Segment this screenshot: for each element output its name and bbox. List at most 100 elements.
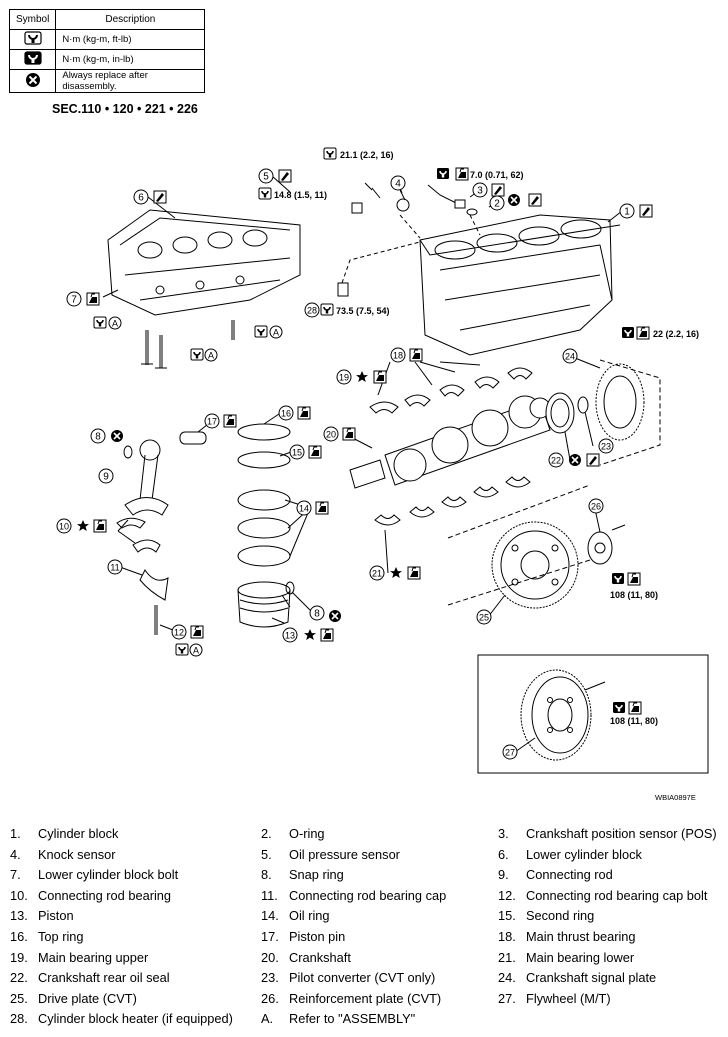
part-name: Connecting rod bearing cap bolt <box>526 887 708 903</box>
part-number: 21. <box>498 949 516 965</box>
part-name: Lower cylinder block <box>526 846 642 862</box>
part-number: 12. <box>498 887 516 903</box>
torque-label: 73.5 (7.5, 54) <box>336 306 390 316</box>
part-number: 18. <box>498 929 516 944</box>
part-number: 26. <box>261 990 279 1006</box>
callout-17: 17 <box>207 417 217 427</box>
part-number: 16. <box>10 929 28 944</box>
connecting-rod-assembly <box>116 439 169 635</box>
callout-9: 9 <box>103 472 109 483</box>
callout-7: 7 <box>71 295 77 306</box>
part-name: Reinforcement plate (CVT) <box>289 990 442 1006</box>
assembly-ref-a: A <box>208 351 214 361</box>
part-number: 14. <box>261 908 279 924</box>
part-name: Connecting rod <box>526 867 613 883</box>
part-name: Main bearing upper <box>38 949 149 965</box>
part-name: Knock sensor <box>38 846 116 862</box>
part-number: 2. <box>261 826 272 841</box>
legend-text: N·m (kg-m, ft-lb) <box>55 29 206 50</box>
main-bearings <box>369 367 533 526</box>
part-name: Second ring <box>526 908 595 924</box>
torque-label: 21.1 (2.2, 16) <box>340 150 394 160</box>
callout-24: 24 <box>565 352 575 362</box>
callout-19: 19 <box>339 373 349 383</box>
part-number: 8. <box>261 867 272 883</box>
part-name: Snap ring <box>289 867 344 883</box>
part-name: Crankshaft signal plate <box>526 970 657 986</box>
callout-8: 8 <box>314 609 320 620</box>
legend-header-row: Symbol Description <box>8 9 206 30</box>
part-name: Main bearing lower <box>526 949 635 965</box>
callout-18: 18 <box>393 351 403 361</box>
callout-16: 16 <box>281 409 291 419</box>
part-name: Piston <box>38 908 74 924</box>
section-reference: SEC.110 • 120 • 221 • 226 <box>52 102 198 116</box>
callouts: 1 2 3 4 5 6 7 8 8 9 10 11 12 13 14 15 16… <box>56 168 635 760</box>
part-number: 23. <box>261 970 279 986</box>
callout-20: 20 <box>326 430 336 440</box>
callout-8: 8 <box>95 432 101 443</box>
callout-12: 12 <box>174 628 184 638</box>
legend-header-description: Description <box>55 9 206 30</box>
assembly-ref-a: A <box>273 328 279 338</box>
callout-4: 4 <box>395 179 401 190</box>
part-number: 22. <box>10 970 28 986</box>
part-name: Main thrust bearing <box>526 929 636 944</box>
part-name: Oil ring <box>289 908 330 924</box>
part-name: Piston pin <box>289 929 346 944</box>
callout-15: 15 <box>292 448 302 458</box>
part-number: 13. <box>10 908 28 924</box>
part-name: Crankshaft position sensor (POS) <box>526 826 717 841</box>
torque-label: 14.8 (1.5, 11) <box>274 190 327 200</box>
part-number: 15. <box>498 908 516 924</box>
part-number: 11. <box>261 887 278 903</box>
part-name: Cylinder block heater (if equipped) <box>38 1011 233 1027</box>
part-name: Crankshaft <box>289 949 351 965</box>
callout-26: 26 <box>591 502 601 512</box>
callout-5: 5 <box>263 172 269 183</box>
callout-13: 13 <box>285 631 295 641</box>
part-name: Oil pressure sensor <box>289 846 400 862</box>
callout-11: 11 <box>110 563 119 573</box>
part-number: 24. <box>498 970 516 986</box>
part-name: Top ring <box>38 929 84 944</box>
callout-28: 28 <box>307 306 317 316</box>
replace-x-icon <box>25 72 40 87</box>
part-number: 3. <box>498 826 509 841</box>
drive-plate <box>491 521 579 609</box>
part-number: 5. <box>261 846 272 862</box>
piston <box>237 581 291 628</box>
callout-1: 1 <box>624 207 630 218</box>
crankshaft <box>349 395 551 489</box>
assembly-ref-a: A <box>112 319 118 329</box>
engine-block-exploded-diagram: 1 2 3 4 5 6 7 8 8 9 10 11 12 13 14 15 16… <box>56 147 709 802</box>
part-name: Drive plate (CVT) <box>38 990 137 1006</box>
callout-6: 6 <box>138 193 144 204</box>
callout-3: 3 <box>477 186 483 197</box>
torque-label: 108 (11, 80) <box>610 716 658 726</box>
torque-nm-kgm-ftlb-icon <box>24 31 42 45</box>
part-number: 25. <box>10 990 28 1006</box>
callout-10: 10 <box>59 522 69 532</box>
part-name: Connecting rod bearing cap <box>289 887 447 903</box>
legend-text: N·m (kg-m, in-lb) <box>55 49 206 70</box>
lower-cylinder-block <box>107 209 301 316</box>
part-number: 4. <box>10 846 21 862</box>
part-number: 20. <box>261 949 279 965</box>
part-number: 7. <box>10 867 21 883</box>
part-name: Pilot converter (CVT only) <box>289 970 436 986</box>
flywheel <box>520 669 592 761</box>
callout-2: 2 <box>494 199 500 210</box>
part-name: O-ring <box>289 826 325 841</box>
part-name: Refer to "ASSEMBLY" <box>289 1011 416 1027</box>
torque-label: 7.0 (0.71, 62) <box>470 170 524 180</box>
part-name: Crankshaft rear oil seal <box>38 970 170 986</box>
callout-22: 22 <box>551 456 561 466</box>
part-name: Lower cylinder block bolt <box>38 867 179 883</box>
torque-label: 108 (11, 80) <box>610 590 658 600</box>
legend-row: N·m (kg-m, in-lb) <box>8 49 206 70</box>
torque-nm-kgm-inlb-icon <box>24 51 42 65</box>
part-number: 19. <box>10 949 28 965</box>
part-number: 6. <box>498 846 509 862</box>
